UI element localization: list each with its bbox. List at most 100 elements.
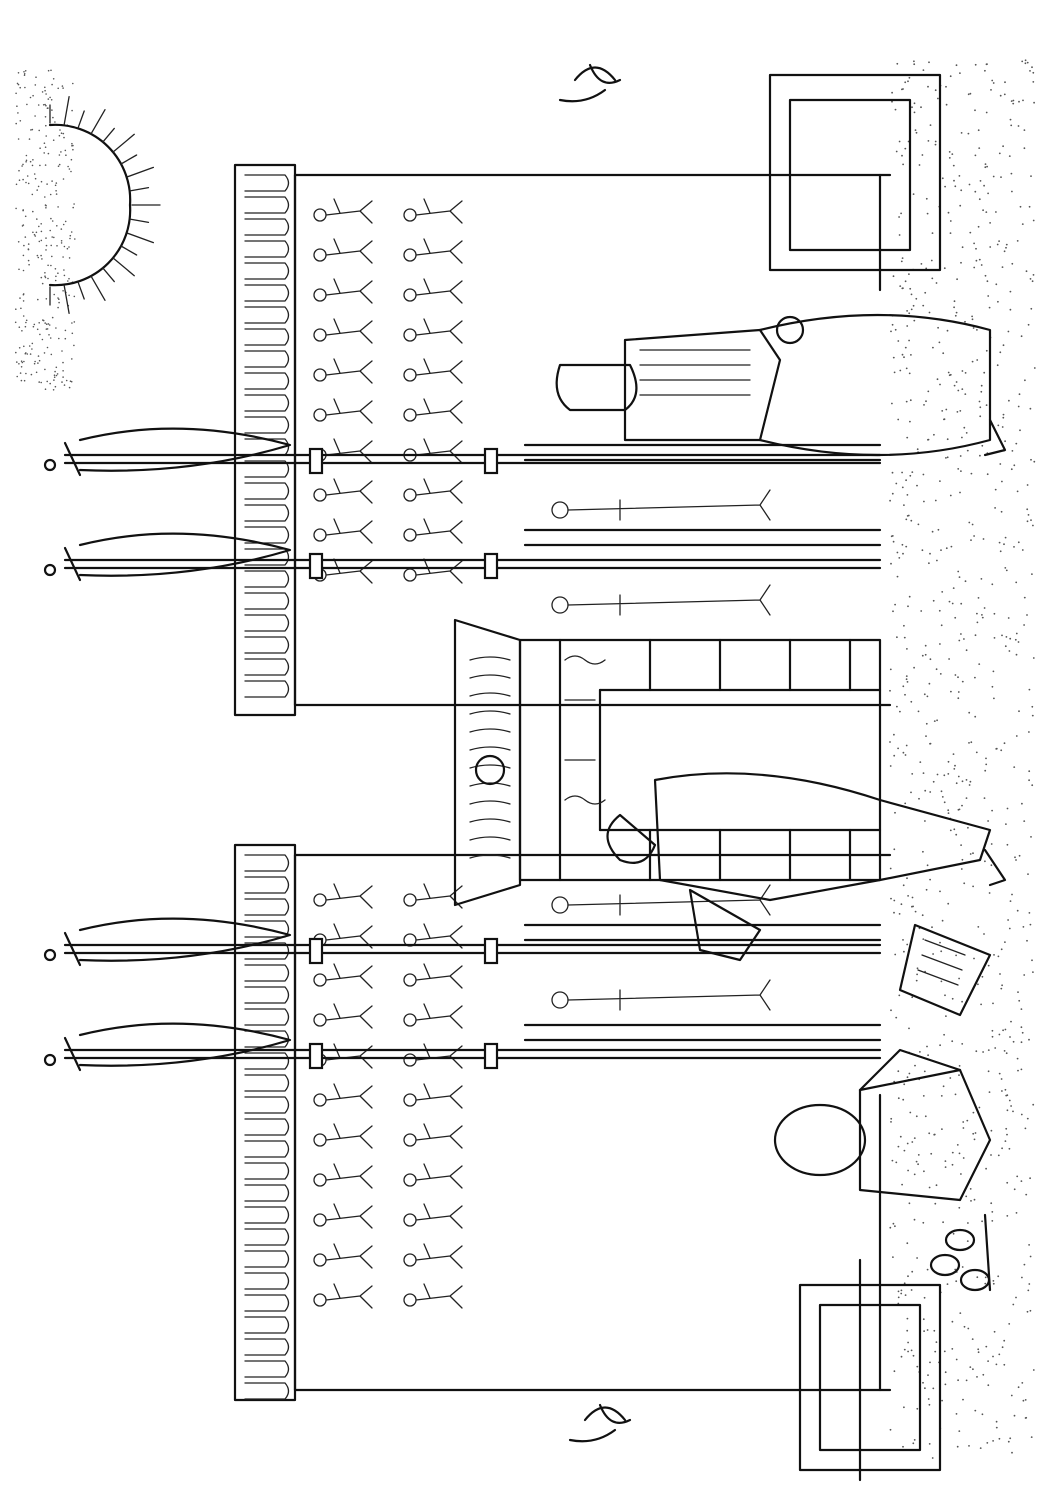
- cornice-loop: [244, 1338, 290, 1356]
- plant-icon: [558, 63, 632, 1443]
- cornice-loop: [244, 284, 290, 302]
- cornice-loop: [244, 1382, 290, 1400]
- cornice-loop: [244, 1140, 290, 1158]
- cornice-loop: [244, 1184, 290, 1202]
- cornice-loop: [244, 658, 290, 676]
- cornice-loop: [244, 1360, 290, 1378]
- sun-ray: [102, 267, 115, 283]
- sun-ray: [126, 232, 155, 244]
- relief-figure: [313, 198, 373, 224]
- wing-feather: [469, 656, 511, 661]
- cornice-loop: [244, 394, 290, 412]
- cornice-loop: [244, 262, 290, 280]
- wing-feather: [469, 746, 511, 751]
- flag-icon: [43, 532, 882, 582]
- wing-feather: [469, 836, 511, 841]
- relief-figure: [403, 1043, 463, 1069]
- cornice-loop: [244, 1074, 290, 1092]
- cornice-loop: [244, 1250, 290, 1268]
- relief-figure: [313, 478, 373, 504]
- sun-ray: [63, 285, 70, 314]
- relief-figure: [551, 489, 771, 521]
- relief-figure: [313, 518, 373, 544]
- cornice-loop: [244, 416, 290, 434]
- relief-figure: [313, 318, 373, 344]
- relief-figure: [313, 1163, 373, 1189]
- pylon-top: [233, 163, 892, 717]
- sun-ray: [130, 218, 150, 224]
- cornice-loop: [244, 876, 290, 894]
- sun-ray: [90, 275, 106, 301]
- flagpoles: [43, 427, 882, 1072]
- sun-ray: [77, 281, 85, 300]
- relief-figure: [403, 1243, 463, 1269]
- cornice-loop: [244, 1052, 290, 1070]
- relief-figure: [403, 1283, 463, 1309]
- cornice-loop: [244, 504, 290, 522]
- wing-feather: [469, 728, 511, 733]
- cornice-loop: [244, 1228, 290, 1246]
- cornice-loop: [244, 350, 290, 368]
- cornice-loop: [244, 482, 290, 500]
- sun-ray: [120, 245, 138, 256]
- cornice-loop: [244, 460, 290, 478]
- relief-figure: [403, 1003, 463, 1029]
- relief-figure: [403, 1083, 463, 1109]
- wing-feather: [469, 854, 511, 859]
- relief-figure: [403, 238, 463, 264]
- buildings-right: [768, 73, 942, 1482]
- relief-figure: [551, 979, 771, 1011]
- cornice-loop: [244, 614, 290, 632]
- cornice-loop: [244, 306, 290, 324]
- cornice-loop: [244, 986, 290, 1004]
- sun-ray: [112, 257, 135, 277]
- relief-figure: [313, 1003, 373, 1029]
- relief-figure: [403, 1203, 463, 1229]
- sun-ray: [102, 127, 115, 143]
- cornice-loop: [244, 964, 290, 982]
- relief-figure: [313, 278, 373, 304]
- hieroglyph-figures: [313, 198, 771, 1309]
- cornice-loop: [244, 1008, 290, 1026]
- cornice-loop: [244, 1162, 290, 1180]
- sun-ray: [77, 110, 85, 129]
- cornice-loop: [244, 328, 290, 346]
- relief-figure: [313, 1243, 373, 1269]
- relief-figure: [403, 438, 463, 464]
- cornice-loop: [244, 1118, 290, 1136]
- relief-figure: [313, 883, 373, 909]
- temple-gateway: [453, 618, 882, 907]
- sun-ray: [126, 166, 155, 178]
- priest-bowing: [606, 772, 1007, 962]
- relief-figure: [403, 478, 463, 504]
- relief-figure: [403, 198, 463, 224]
- relief-figure: [403, 358, 463, 384]
- relief-figure: [313, 1283, 373, 1309]
- wing-feather: [469, 764, 511, 769]
- colonnade: [523, 443, 882, 1042]
- relief-figure: [403, 883, 463, 909]
- relief-figure: [551, 584, 771, 616]
- relief-figure: [403, 518, 463, 544]
- sun-icon: [48, 96, 161, 314]
- relief-figure: [313, 963, 373, 989]
- flag-icon: [43, 427, 882, 477]
- relief-figure: [313, 1123, 373, 1149]
- scribe-seated: [773, 923, 992, 1202]
- cornice-loop: [244, 898, 290, 916]
- relief-figure: [403, 963, 463, 989]
- relief-figure: [313, 238, 373, 264]
- sun-ray: [112, 133, 135, 153]
- cornice-loop: [244, 218, 290, 236]
- flag-icon: [43, 1022, 882, 1072]
- wing-feather: [469, 692, 511, 697]
- cornice-loop: [244, 942, 290, 960]
- cornice-loop: [244, 570, 290, 588]
- relief-figure: [313, 358, 373, 384]
- relief-figure: [551, 884, 771, 916]
- cornice-loop: [244, 526, 290, 544]
- sun-ray: [90, 109, 106, 135]
- scroll-icon: [929, 1213, 992, 1292]
